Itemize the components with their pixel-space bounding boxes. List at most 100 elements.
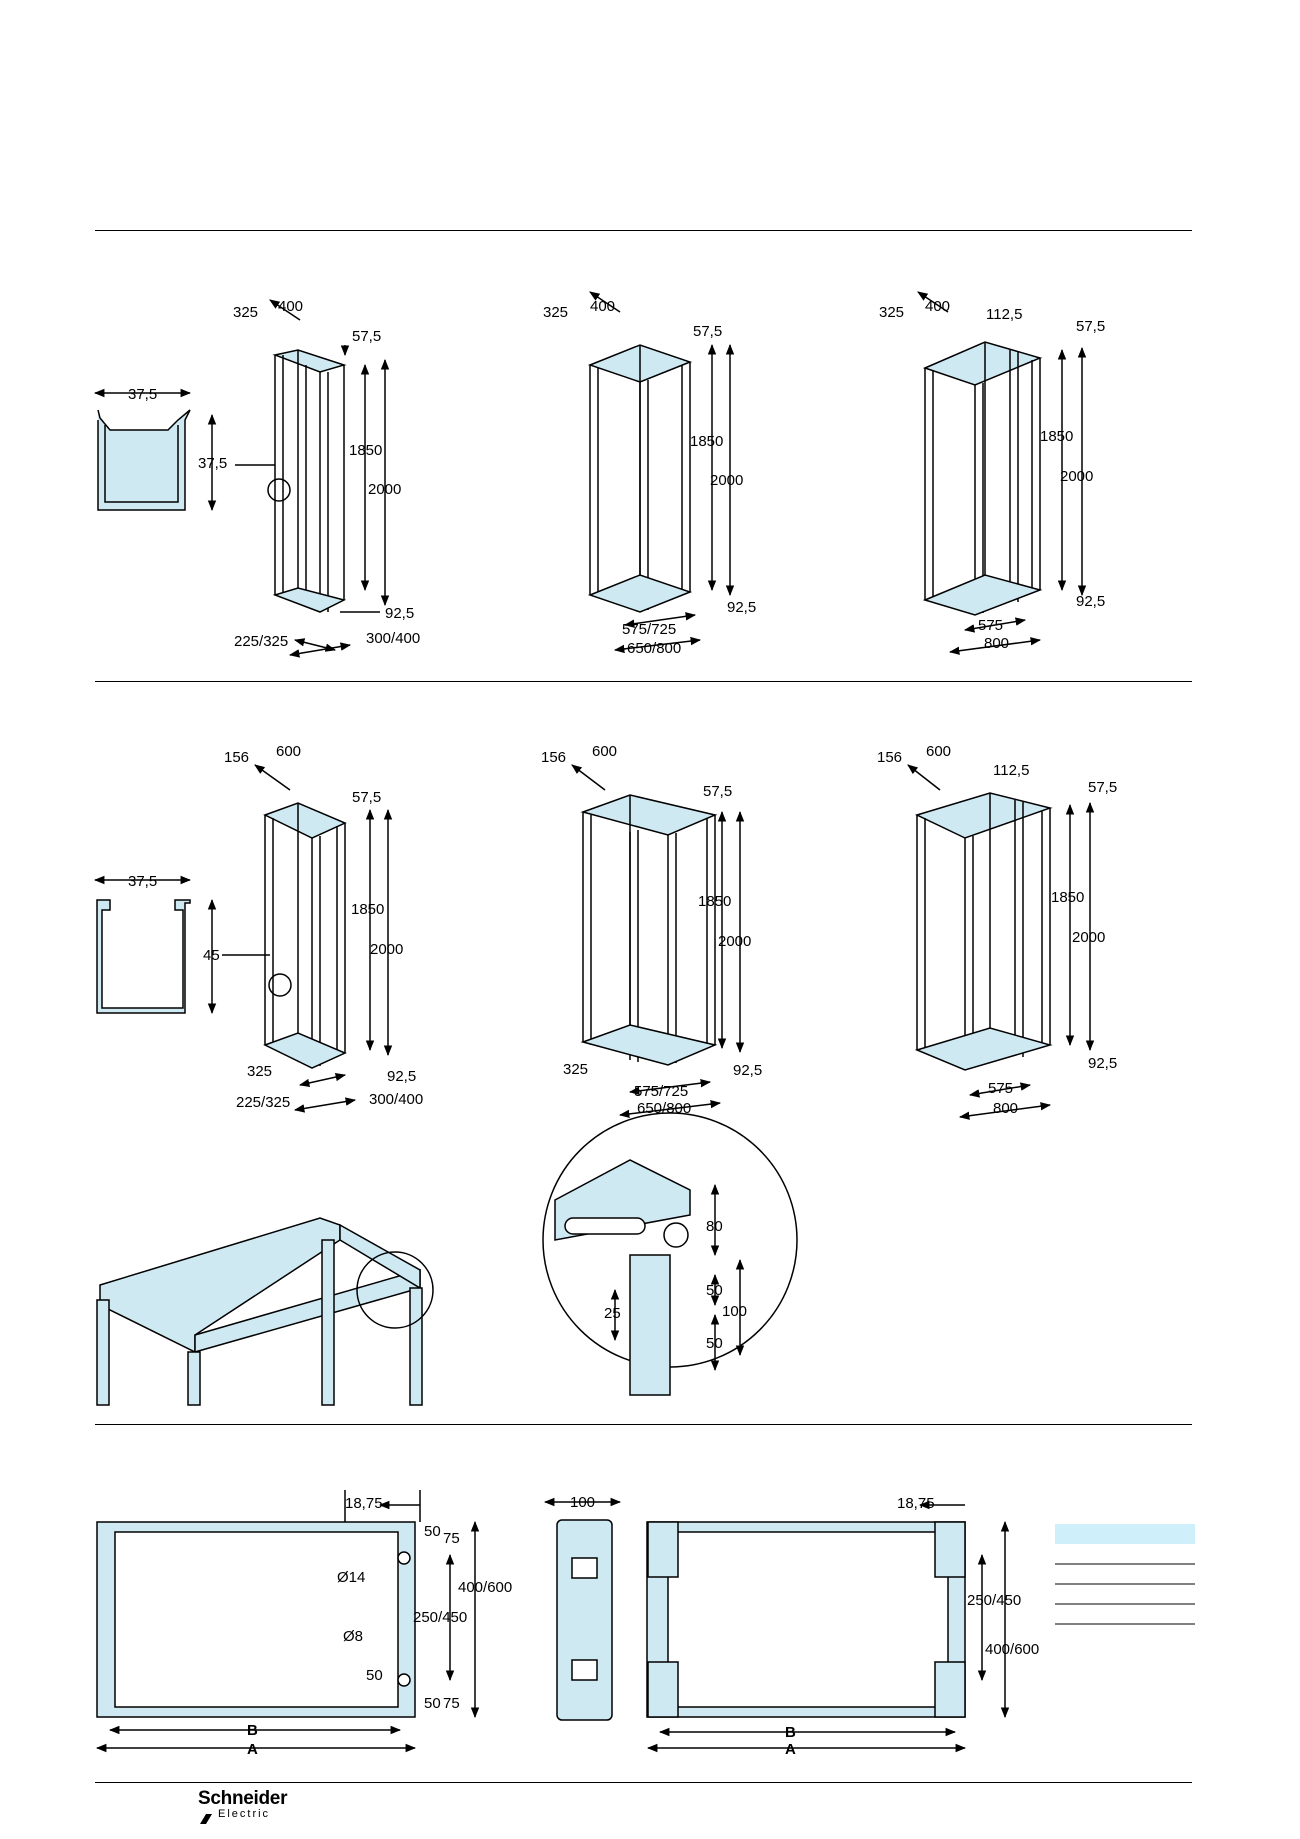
bot-right-top: 57,5: [1088, 779, 1117, 796]
profile-section-bottom: [93, 875, 292, 1015]
bot-mid-h2: 2000: [718, 933, 751, 950]
top-mid-d: 400: [590, 298, 615, 315]
top-left-w: 325: [233, 304, 258, 321]
plinth-right: [646, 1500, 1010, 1753]
detail-c: 100: [722, 1303, 747, 1320]
bot-mid-d: 600: [592, 743, 617, 760]
detail-d: 50: [706, 1335, 723, 1352]
frame-top-left: [269, 299, 390, 658]
bot-right-wi: 575: [988, 1080, 1013, 1097]
top-right-h2: 2000: [1060, 468, 1093, 485]
top-mid-wi: 575/725: [622, 621, 676, 638]
bot-left-bot: 92,5: [387, 1068, 416, 1085]
frame-top-middle: [587, 291, 735, 654]
top-left-bot: 92,5: [385, 605, 414, 622]
plinth-side: [543, 1497, 622, 1721]
top-right-mid: 112,5: [986, 306, 1022, 323]
plinth-right-a: A: [785, 1741, 796, 1758]
top-mid-top: 57,5: [693, 323, 722, 340]
bot-mid-wi: 575/725: [634, 1083, 688, 1100]
reference-table: [1055, 1524, 1195, 1625]
plinth-left-d1: Ø14: [337, 1569, 365, 1586]
bot-left-w: 156: [224, 749, 249, 766]
top-mid-w: 325: [543, 304, 568, 321]
top-mid-h1: 1850: [690, 433, 723, 450]
bot-right-h2: 2000: [1072, 929, 1105, 946]
frame-top-right: [917, 291, 1087, 655]
divider-top: [95, 230, 1192, 231]
plinth-right-h1: 250/450: [967, 1592, 1021, 1609]
top-right-wi: 575: [978, 617, 1003, 634]
brand-sub: Electric: [218, 1808, 271, 1820]
plinth-left-h2: 250/450: [413, 1609, 467, 1626]
plinth-right-b: B: [785, 1724, 796, 1741]
top-mid-bot: 92,5: [727, 599, 756, 616]
detail-b: 50: [706, 1282, 723, 1299]
top-left-wo: 300/400: [366, 630, 420, 647]
divider-row1: [95, 681, 1192, 682]
detail-magnified: [542, 1112, 798, 1396]
plinth-left-p1: 50: [424, 1523, 441, 1540]
bot-left-wo: 300/400: [369, 1091, 423, 1108]
top-right-h1: 1850: [1040, 428, 1073, 445]
top-right-d: 400: [925, 298, 950, 315]
bot-left-d: 600: [276, 743, 301, 760]
divider-footer: [95, 1782, 1192, 1783]
plinth-left-p2: 75: [443, 1530, 460, 1547]
top-left-top: 57,5: [352, 328, 381, 345]
bot-left-h1: 1850: [351, 901, 384, 918]
plinth-left-offset: 18,75: [345, 1495, 383, 1512]
top-mid-h2: 2000: [710, 472, 743, 489]
bot-right-d: 600: [926, 743, 951, 760]
profile-section-top: [93, 388, 291, 512]
bot-mid-bot: 92,5: [733, 1062, 762, 1079]
plinth-left-p4: 50: [424, 1695, 441, 1712]
bot-left-top: 57,5: [352, 789, 381, 806]
brand-name: Schneider: [198, 1788, 288, 1809]
detail-e: 25: [604, 1305, 621, 1322]
bot-mid-side: 325: [563, 1061, 588, 1078]
bot-right-h1: 1850: [1051, 889, 1084, 906]
frame-bot-left: [254, 764, 393, 1113]
profile-bot-width-label: 37,5: [128, 873, 157, 890]
bot-right-mid: 112,5: [993, 762, 1029, 779]
bot-right-w: 156: [877, 749, 902, 766]
brand-logo: Schneider Electric: [198, 1788, 318, 1824]
plinth-left-b: B: [247, 1722, 258, 1739]
bot-right-bot: 92,5: [1088, 1055, 1117, 1072]
bot-right-wo: 800: [993, 1100, 1018, 1117]
plinth-side-w: 100: [570, 1494, 595, 1511]
frame-bot-middle: [571, 764, 745, 1119]
detail-a: 80: [706, 1218, 723, 1235]
frame-bot-right: [907, 764, 1095, 1120]
bot-left-side: 325: [247, 1063, 272, 1080]
top-left-d: 400: [278, 298, 303, 315]
plinth-left: [95, 1490, 480, 1753]
bot-mid-w: 156: [541, 749, 566, 766]
top-right-w: 325: [879, 304, 904, 321]
top-right-top: 57,5: [1076, 318, 1105, 335]
bot-left-h2: 2000: [370, 941, 403, 958]
top-right-bot: 92,5: [1076, 593, 1105, 610]
bot-mid-top: 57,5: [703, 783, 732, 800]
bot-left-wi: 225/325: [236, 1094, 290, 1111]
plinth-left-p5: 75: [443, 1695, 460, 1712]
profile-top-height-label: 37,5: [198, 455, 227, 472]
top-left-wi: 225/325: [234, 633, 288, 650]
top-right-wo: 800: [984, 635, 1009, 652]
top-left-h1: 1850: [349, 442, 382, 459]
top-mid-wo: 650/800: [627, 640, 681, 657]
plinth-left-d2: Ø8: [343, 1628, 363, 1645]
bot-mid-h1: 1850: [698, 893, 731, 910]
plinth-right-h2: 400/600: [985, 1641, 1039, 1658]
plinth-right-offset: 18,75: [897, 1495, 935, 1512]
frame-perspective: [96, 1217, 434, 1406]
top-left-h2: 2000: [368, 481, 401, 498]
plinth-left-p3: 50: [366, 1667, 383, 1684]
profile-top-width-label: 37,5: [128, 386, 157, 403]
plinth-left-h1: 400/600: [458, 1579, 512, 1596]
profile-bot-height-label: 45: [203, 947, 220, 964]
plinth-left-a: A: [247, 1741, 258, 1758]
schneider-mark-icon: [200, 1814, 212, 1824]
